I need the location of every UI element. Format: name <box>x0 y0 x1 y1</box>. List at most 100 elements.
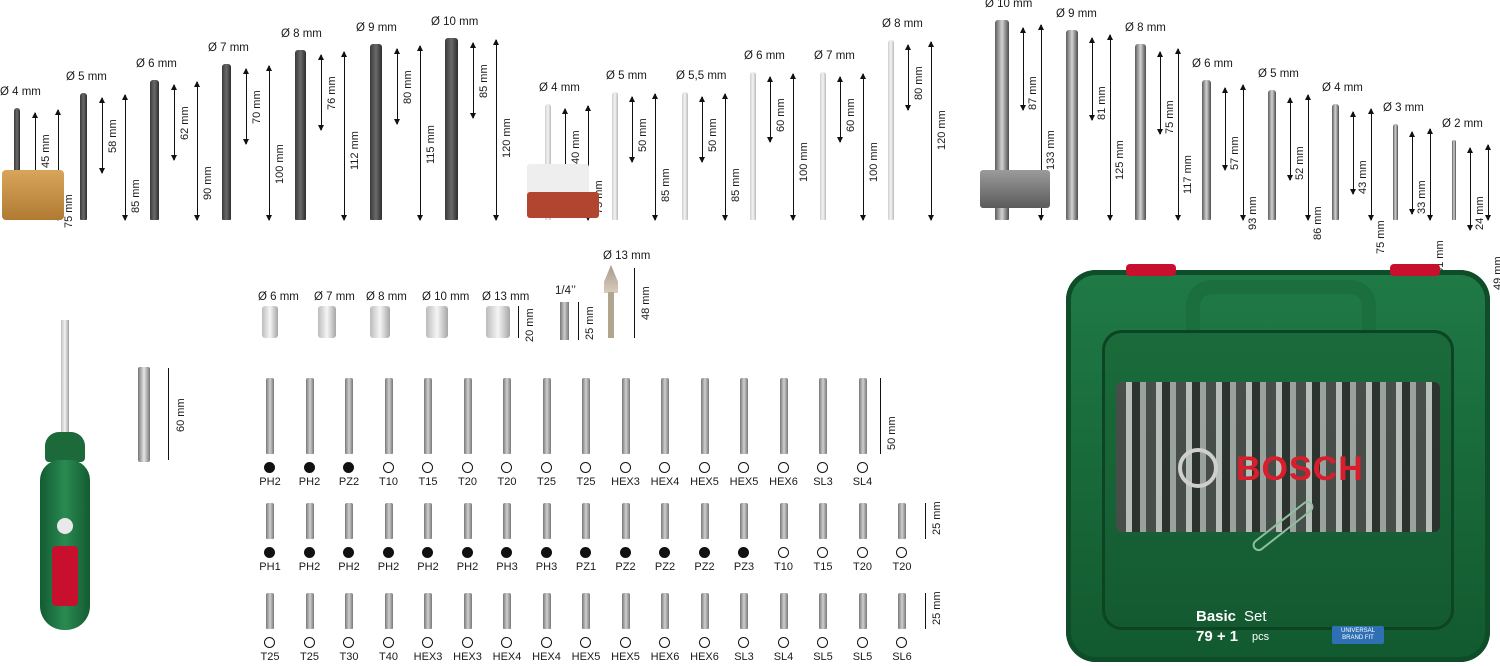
wood-drill-length-arrow-tail <box>194 215 200 221</box>
countersink-shank <box>608 292 614 338</box>
wood-drill-flute-length: 45 mm <box>40 134 52 168</box>
metal-drill-flute-arrow-tail <box>1157 129 1163 135</box>
metal-drill-flute-arrow-head <box>1467 147 1473 153</box>
bit-type-icon <box>817 462 828 473</box>
masonry-drill-flute-arrow-head <box>629 96 635 102</box>
masonry-drill-diameter: Ø 5,5 mm <box>676 70 727 82</box>
masonry-drill-flute-arrow-head <box>699 96 705 102</box>
bit-code: PH2 <box>259 476 281 488</box>
wood-drill-flute-arrow-head <box>318 54 324 60</box>
bit-code: PZ2 <box>615 561 636 573</box>
masonry-drill-length-arrow-head <box>860 73 866 79</box>
bit-type-icon <box>738 462 749 473</box>
bit-type-icon <box>422 462 433 473</box>
bit-type-icon <box>896 637 907 648</box>
bit-length-arrow <box>925 593 926 629</box>
bit-type-icon <box>343 637 354 648</box>
screwdriver-bit <box>345 593 353 629</box>
wood-drill-total-length: 75 mm <box>63 194 75 228</box>
bit-code: PZ2 <box>338 476 360 488</box>
masonry-drill-bit <box>888 40 894 220</box>
bit-type-icon <box>777 462 789 473</box>
nut-driver-socket <box>318 306 336 338</box>
wood-drill-length-arrow-head <box>417 45 423 51</box>
metal-drill-bit <box>1202 80 1211 220</box>
wood-drill-length-arrow-head <box>55 109 61 115</box>
masonry-drill-flute-arrow-head <box>905 44 911 50</box>
masonry-drill-flute-length: 80 mm <box>913 66 925 100</box>
screwdriver-bit <box>384 593 393 629</box>
screwdriver-bit <box>858 378 867 454</box>
wood-drill-length-arrow-tail <box>493 215 499 221</box>
screwdriver-bit <box>424 378 432 454</box>
wood-drill-bit <box>14 108 20 220</box>
screwdriver-bit <box>345 503 353 539</box>
wood-material-icon <box>2 170 64 220</box>
masonry-drill-flute-arrow <box>908 45 909 110</box>
metal-drill-flute-arrow <box>1160 52 1161 134</box>
wood-drill-length-arrow <box>125 95 126 220</box>
bit-code: HEX4 <box>492 651 522 663</box>
bit-type-icon <box>540 637 552 648</box>
masonry-drill-length-arrow <box>793 74 794 220</box>
brand-logo: BOSCH <box>1236 450 1364 488</box>
metal-drill-bit <box>1393 124 1398 220</box>
bit-code: HEX5 <box>611 651 640 663</box>
bit-type-icon <box>264 462 275 473</box>
metal-drill-length-arrow-head <box>1368 108 1374 114</box>
screwdriver-bit <box>858 593 867 629</box>
masonry-drill-bit <box>750 72 756 220</box>
screwdriver-bit <box>424 593 432 629</box>
wood-drill-flute-length: 80 mm <box>402 70 414 104</box>
masonry-drill-length-arrow-head <box>585 105 591 111</box>
bit-code: HEX5 <box>571 651 601 663</box>
bit-code: T20 <box>853 561 872 573</box>
metal-drill-length-arrow <box>1488 145 1489 220</box>
wood-drill-diameter: Ø 9 mm <box>356 22 397 34</box>
bit-code: HEX4 <box>532 651 561 663</box>
bit-type-icon <box>343 547 354 558</box>
bit-code: SL3 <box>813 476 833 488</box>
metal-drill-length-arrow-tail <box>1305 215 1311 221</box>
metal-drill-diameter: Ø 8 mm <box>1125 22 1166 34</box>
bit-type-icon <box>659 637 670 648</box>
metal-drill-length-arrow <box>1308 95 1309 220</box>
masonry-drill-total-length: 120 mm <box>936 110 948 150</box>
nut-driver-socket <box>426 306 448 338</box>
bit-type-icon <box>698 462 710 473</box>
masonry-drill-flute-arrow-head <box>837 76 843 82</box>
wood-drill-flute-length: 58 mm <box>107 119 119 153</box>
bit-code: HEX5 <box>729 476 759 488</box>
wood-drill-length-arrow <box>58 110 59 220</box>
metal-drill-bit <box>1135 44 1146 220</box>
screwdriver-bit <box>582 378 590 454</box>
bit-code: PH2 <box>338 561 360 573</box>
metal-drill-flute-length: 24 mm <box>1474 196 1486 230</box>
metal-drill-length-arrow-head <box>1427 128 1433 134</box>
metal-drill-total-length: 125 mm <box>1114 140 1126 180</box>
metal-drill-flute-arrow <box>1412 132 1413 214</box>
bit-code: PH2 <box>456 561 479 573</box>
wood-drill-bit <box>222 64 231 220</box>
bit-type-icon <box>382 637 394 648</box>
metal-drill-length-arrow <box>1371 109 1372 220</box>
screwdriver-bit <box>661 503 669 539</box>
wood-drill-total-length: 85 mm <box>130 179 142 213</box>
screwdriver-bit <box>621 593 630 629</box>
metal-drill-diameter: Ø 4 mm <box>1322 82 1363 94</box>
adapter-size: 1/4’’ <box>555 285 576 297</box>
wood-drill-flute-arrow <box>397 49 398 124</box>
socket-adapter <box>560 302 569 340</box>
screwdriver-bit <box>542 503 551 539</box>
wood-drill-flute-arrow <box>321 55 322 130</box>
wood-drill-total-length: 115 mm <box>425 125 437 164</box>
wood-drill-flute-arrow-head <box>394 48 400 54</box>
metal-drill-flute-length: 57 mm <box>1229 136 1241 170</box>
bit-code: HEX3 <box>453 651 482 663</box>
bit-type-icon <box>501 637 512 648</box>
metal-drill-flute-length: 43 mm <box>1357 160 1369 194</box>
masonry-drill-flute-arrow-tail <box>767 137 773 143</box>
nut-driver-size: Ø 13 mm <box>482 291 530 303</box>
holder-length-arrow <box>168 368 169 460</box>
masonry-drill-length-arrow <box>588 106 589 220</box>
